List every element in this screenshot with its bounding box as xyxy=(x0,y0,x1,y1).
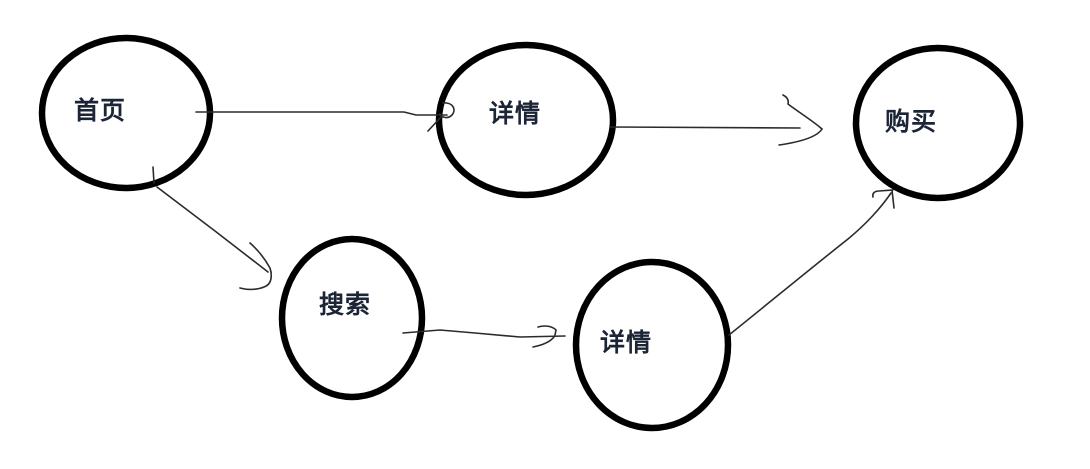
node-search-label: 搜索 xyxy=(319,291,371,319)
edge-home-to-detail-top-arrowhead-tick xyxy=(427,116,442,132)
edge-detail-top-to-buy xyxy=(609,94,823,146)
node-buy xyxy=(852,44,1024,202)
node-home-label: 首页 xyxy=(74,96,126,125)
edge-detail-bottom-to-buy-arrowhead-bar xyxy=(872,189,894,198)
node-detail-bottom xyxy=(572,258,732,432)
edge-detail-top-to-buy-arrowhead-upper xyxy=(782,94,823,130)
edge-detail-top-to-buy-line xyxy=(609,126,801,129)
edge-home-to-search-arrowhead-upper xyxy=(249,242,272,273)
node-detail-bottom-circle xyxy=(572,258,732,432)
edge-home-to-search xyxy=(152,166,273,291)
edge-home-to-detail-top-arrowhead-loop xyxy=(439,102,455,119)
node-home xyxy=(38,34,214,192)
edge-detail-bottom-to-buy-line xyxy=(728,192,892,336)
edge-search-to-detail-bottom-line xyxy=(402,329,566,338)
node-buy-circle xyxy=(852,44,1024,202)
edge-home-to-detail-top xyxy=(195,102,455,132)
node-search-circle xyxy=(278,235,426,401)
node-detail-bottom-label: 详情 xyxy=(600,328,652,357)
edge-search-to-detail-bottom-arrowhead-upper xyxy=(537,325,557,336)
node-home-circle xyxy=(38,34,214,192)
edge-search-to-detail-bottom-arrowhead-lower xyxy=(532,336,555,348)
edge-home-to-search-start-tick xyxy=(152,166,155,184)
edge-detail-bottom-to-buy-arrowhead-tick xyxy=(891,189,895,209)
edge-home-to-search-line xyxy=(156,186,269,273)
edge-search-to-detail-bottom xyxy=(402,325,566,348)
node-search xyxy=(278,235,426,401)
edge-home-to-detail-top-line xyxy=(195,111,448,116)
edge-home-to-search-arrowhead-hook xyxy=(239,271,273,291)
node-detail-top-label: 详情 xyxy=(489,99,541,128)
edge-detail-bottom-to-buy xyxy=(728,189,895,336)
node-buy-label: 购买 xyxy=(885,107,937,136)
edge-detail-top-to-buy-arrowhead-lower xyxy=(778,128,823,146)
